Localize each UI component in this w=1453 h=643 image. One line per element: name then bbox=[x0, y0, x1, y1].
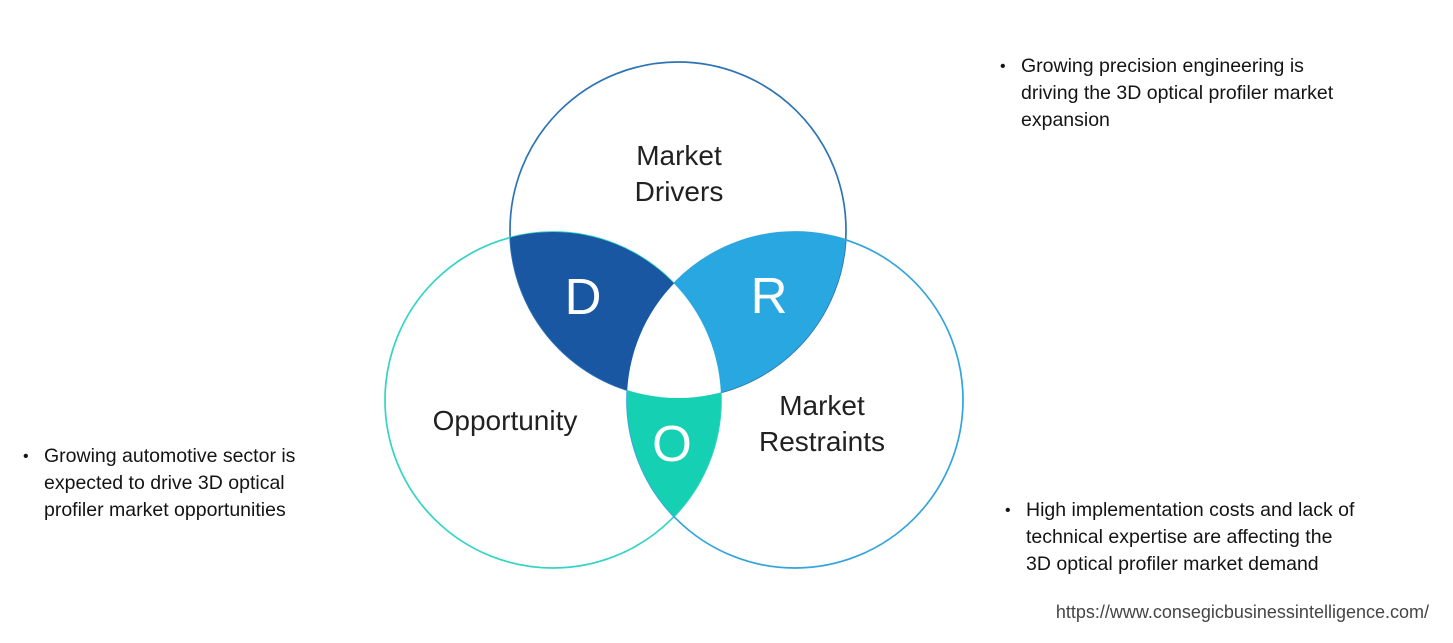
bullet-icon: • bbox=[1005, 502, 1011, 519]
drivers-annotation-text: Growing precision engineering is driving… bbox=[1021, 55, 1334, 131]
drivers-annotation: • Growing precision engineering is drivi… bbox=[1000, 53, 1333, 134]
restraints-circle-label: Market Restraints bbox=[758, 390, 886, 457]
intersection-letter-d: D bbox=[565, 268, 602, 325]
intersection-letter-o: O bbox=[652, 415, 692, 472]
restraints-annotation: • High implementation costs and lack of … bbox=[1005, 497, 1354, 578]
bullet-icon: • bbox=[1000, 58, 1006, 75]
drivers-restraints-intersection bbox=[627, 232, 846, 398]
intersection-letter-r: R bbox=[751, 267, 788, 324]
bullet-icon: • bbox=[23, 448, 29, 465]
opportunity-circle-label: Opportunity bbox=[432, 405, 578, 436]
restraints-annotation-text: High implementation costs and lack of te… bbox=[1026, 499, 1355, 575]
drivers-circle-label: Market Drivers bbox=[634, 140, 724, 207]
opportunity-annotation: • Growing automotive sector is expected … bbox=[23, 443, 295, 524]
source-url-link[interactable]: https://www.consegicbusinessintelligence… bbox=[1055, 602, 1429, 622]
opportunity-annotation-text: Growing automotive sector is expected to… bbox=[44, 445, 296, 521]
drivers-opportunity-intersection bbox=[510, 232, 721, 398]
